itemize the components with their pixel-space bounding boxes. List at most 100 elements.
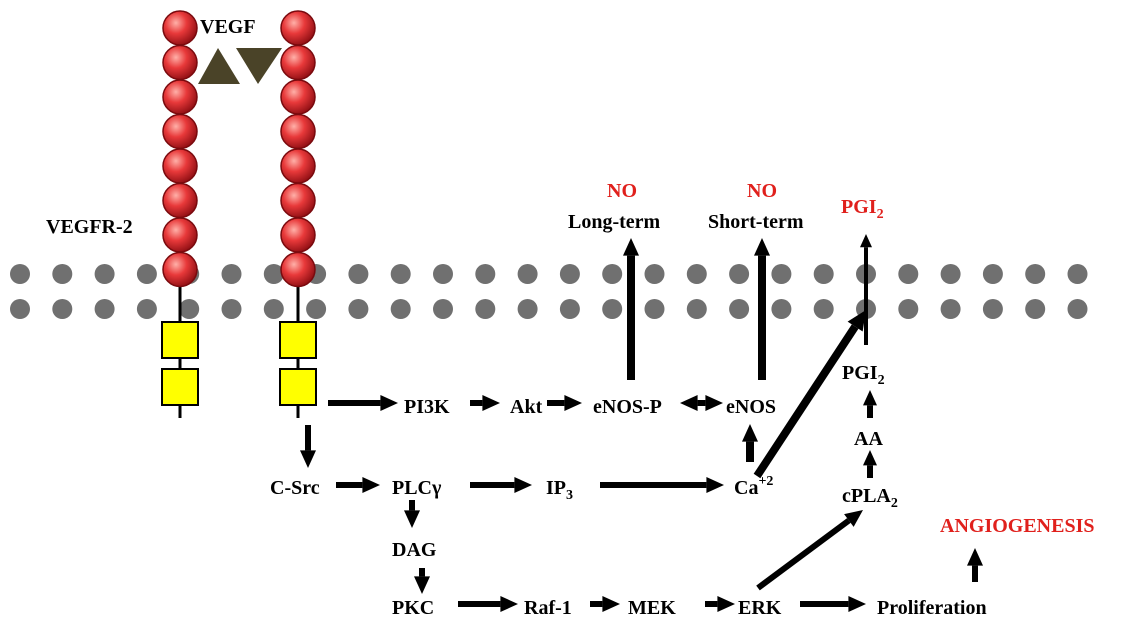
node-csrc: C-Src bbox=[270, 477, 320, 499]
membrane-dot bbox=[94, 264, 115, 284]
receptor-sphere bbox=[280, 217, 316, 253]
membrane-dot bbox=[517, 264, 538, 284]
kinase-box-left-1 bbox=[161, 321, 199, 359]
membrane-dot bbox=[644, 264, 665, 284]
membrane-dot bbox=[10, 264, 30, 284]
membrane-dot bbox=[940, 299, 961, 319]
kinase-box-right-2 bbox=[279, 368, 317, 406]
arrow-receptor-to-pi3k bbox=[328, 395, 398, 411]
pathway-arrows bbox=[300, 234, 983, 612]
membrane-dot bbox=[1025, 299, 1046, 319]
membrane-dot bbox=[433, 299, 453, 319]
arrow-ca-to-enos bbox=[742, 424, 758, 462]
membrane-dot bbox=[348, 264, 369, 284]
node-pi3k: PI3K bbox=[404, 396, 450, 418]
membrane-dot bbox=[306, 299, 327, 319]
receptor-sphere bbox=[280, 113, 316, 150]
kinase-box-left-2 bbox=[161, 368, 199, 406]
receptor-extracellular-domains bbox=[162, 10, 316, 288]
membrane-dot bbox=[729, 299, 750, 319]
arrow-dag-to-pkc bbox=[414, 568, 430, 594]
membrane-dot bbox=[813, 264, 834, 284]
membrane-dot bbox=[221, 264, 242, 284]
membrane-dot bbox=[475, 264, 496, 284]
arrow-mek-to-erk bbox=[705, 596, 735, 612]
pgi2-output: PGI2 bbox=[841, 196, 884, 222]
membrane-dot bbox=[1067, 299, 1088, 319]
receptor-sphere bbox=[162, 182, 198, 219]
membrane-dot bbox=[644, 299, 665, 319]
kinase-box-right-1 bbox=[279, 321, 317, 359]
membrane-dot bbox=[771, 299, 792, 319]
arrow-cpla2-to-aa bbox=[863, 450, 877, 478]
vegf-label: VEGF bbox=[200, 16, 256, 38]
receptor-sphere bbox=[280, 79, 316, 115]
membrane-dot bbox=[813, 299, 834, 319]
membrane-dot bbox=[390, 299, 411, 319]
membrane-dot bbox=[52, 264, 73, 284]
membrane-dot bbox=[1025, 264, 1046, 284]
membrane-dot bbox=[602, 264, 623, 284]
receptor-sphere bbox=[162, 148, 198, 184]
arrow-enos-to-no-short bbox=[754, 238, 770, 380]
receptor-sphere bbox=[162, 44, 198, 81]
node-erk: ERK bbox=[738, 597, 782, 619]
membrane-dot bbox=[1067, 264, 1088, 284]
membrane-dot bbox=[10, 299, 30, 319]
receptor-sphere bbox=[280, 148, 316, 184]
receptor-sphere bbox=[162, 113, 198, 150]
node-aa: AA bbox=[854, 428, 883, 450]
arrow-raf1-to-mek bbox=[590, 596, 620, 612]
node-dag: DAG bbox=[392, 539, 437, 561]
node-plc-gamma: PLCγ bbox=[392, 477, 442, 499]
no-short-term-title: NO bbox=[747, 180, 777, 202]
membrane-dot bbox=[771, 264, 792, 284]
membrane-dot bbox=[982, 299, 1003, 319]
arrow-plc-to-dag bbox=[404, 500, 420, 528]
arrow-erk-to-proliferation bbox=[800, 596, 866, 612]
long-term-label: Long-term bbox=[568, 211, 661, 233]
node-raf1: Raf-1 bbox=[524, 597, 572, 619]
arrow-proliferation-to-angiogenesis bbox=[967, 548, 983, 582]
membrane-dot bbox=[602, 299, 623, 319]
membrane-dot bbox=[475, 299, 496, 319]
node-enos-p: eNOS-P bbox=[593, 396, 662, 418]
short-term-label: Short-term bbox=[708, 211, 804, 233]
membrane-dot bbox=[136, 264, 157, 284]
membrane-dot bbox=[898, 299, 919, 319]
membrane-dot bbox=[390, 264, 411, 284]
node-pgi2-inner: PGI2 bbox=[842, 362, 885, 388]
receptor-sphere bbox=[280, 182, 316, 219]
node-cpla2: cPLA2 bbox=[842, 485, 898, 511]
node-mek: MEK bbox=[628, 597, 676, 619]
vegf-triangle-up bbox=[198, 48, 240, 84]
node-ip3: IP3 bbox=[546, 477, 573, 503]
membrane-dot bbox=[94, 299, 115, 319]
arrow-ca-to-pgi2 bbox=[753, 310, 866, 479]
node-calcium: Ca+2 bbox=[734, 474, 773, 499]
node-enos: eNOS bbox=[726, 396, 776, 418]
membrane-dot bbox=[263, 264, 284, 284]
membrane-dot bbox=[179, 299, 200, 319]
vegf-triangle-down bbox=[236, 48, 282, 84]
node-proliferation: Proliferation bbox=[877, 597, 987, 619]
node-pkc: PKC bbox=[392, 597, 434, 619]
cell-membrane bbox=[10, 264, 1088, 319]
arrow-akt-to-enos-p bbox=[547, 395, 582, 411]
receptor-sphere bbox=[162, 251, 198, 288]
receptor-sphere bbox=[280, 44, 316, 81]
arrow-enos-p-enos bbox=[680, 395, 723, 411]
membrane-dot bbox=[729, 264, 750, 284]
membrane-dot bbox=[52, 299, 73, 319]
membrane-dot bbox=[348, 299, 369, 319]
arrow-receptor-to-csrc bbox=[300, 425, 316, 468]
node-akt: Akt bbox=[510, 396, 543, 418]
arrow-pkc-to-raf1 bbox=[458, 596, 518, 612]
membrane-dot bbox=[221, 299, 242, 319]
no-long-term-title: NO bbox=[607, 180, 637, 202]
membrane-dot bbox=[686, 264, 707, 284]
arrow-enos-p-to-no-long bbox=[623, 238, 639, 380]
vegfr2-label: VEGFR-2 bbox=[46, 216, 133, 238]
membrane-dot bbox=[263, 299, 284, 319]
receptor-sphere bbox=[162, 79, 198, 115]
